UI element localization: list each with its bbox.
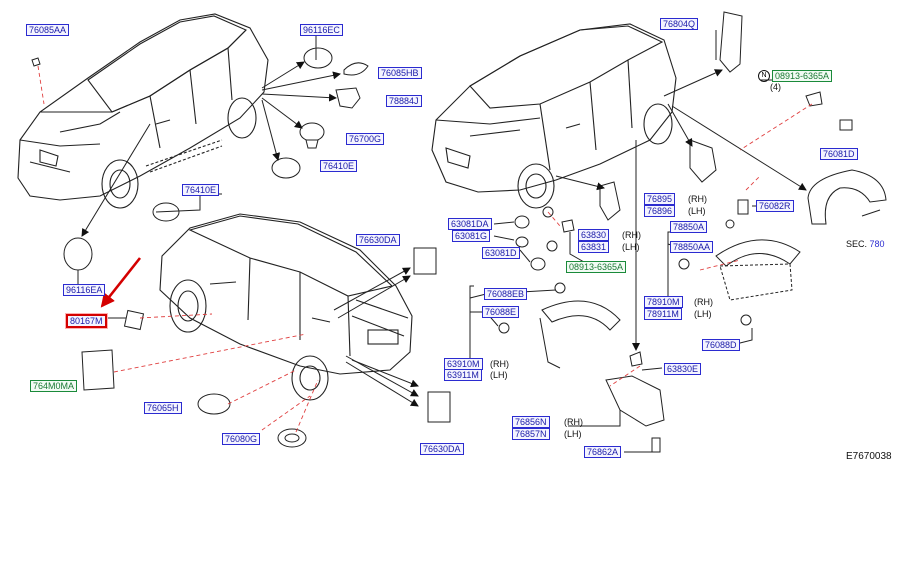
part-label-63081da[interactable]: 63081DA	[448, 218, 492, 230]
part-label-76856n[interactable]: 76856N	[512, 416, 550, 428]
part-label-76081d[interactable]: 76081D	[820, 148, 858, 160]
part-label-76088eb[interactable]: 76088EB	[484, 288, 528, 300]
part-label-08913-6365a-upper[interactable]: 08913-6365A	[772, 70, 833, 82]
part-label-76085hb[interactable]: 76085HB	[378, 67, 422, 79]
part-label-76410e-upper[interactable]: 76410E	[320, 160, 358, 172]
part-label-76895[interactable]: 76895	[644, 193, 676, 205]
side-label-lh-63831: (LH)	[622, 242, 640, 252]
part-label-78910m[interactable]: 78910M	[644, 296, 683, 308]
part-label-08913-6365a-lower[interactable]: 08913-6365A	[566, 261, 627, 273]
part-label-76088e[interactable]: 76088E	[482, 306, 520, 318]
part-label-63081d[interactable]: 63081D	[482, 247, 520, 259]
vehicle-front-view-center	[431, 23, 677, 209]
section-number[interactable]: 780	[869, 239, 885, 249]
vehicle-front-view-left	[17, 13, 269, 209]
part-label-76896[interactable]: 76896	[644, 205, 676, 217]
part-label-76630da-lower[interactable]: 76630DA	[420, 443, 464, 455]
component-shapes	[31, 11, 887, 453]
part-label-63830[interactable]: 63830	[578, 229, 610, 241]
part-label-764m0ma[interactable]: 764M0MA	[30, 380, 78, 392]
reference-lines	[37, 65, 813, 433]
part-label-76065h[interactable]: 76065H	[144, 402, 182, 414]
part-label-76410e-lower[interactable]: 76410E	[182, 184, 220, 196]
note-symbol: N	[758, 70, 770, 82]
side-label-lh-76857n: (LH)	[564, 429, 582, 439]
part-label-78850a[interactable]: 78850A	[670, 221, 708, 233]
part-label-63081g[interactable]: 63081G	[452, 230, 491, 242]
part-label-76862a[interactable]: 76862A	[584, 446, 622, 458]
side-label-lh-78911m: (LH)	[694, 309, 712, 319]
vehicle-rear-view-left	[159, 213, 413, 401]
part-label-76085aa[interactable]: 76085AA	[26, 24, 70, 36]
side-label-rh-63830: (RH)	[622, 230, 641, 240]
section-prefix: SEC.	[846, 239, 868, 249]
part-label-78911m[interactable]: 78911M	[644, 308, 682, 320]
side-label-rh-78910m: (RH)	[694, 297, 713, 307]
diagram-code: E7670038	[846, 451, 892, 462]
part-label-80167m-highlighted[interactable]: 80167M	[66, 314, 107, 328]
part-label-76804q[interactable]: 76804Q	[660, 18, 699, 30]
side-label-rh-63910m: (RH)	[490, 359, 509, 369]
part-label-63831[interactable]: 63831	[578, 241, 610, 253]
part-label-78850aa[interactable]: 78850AA	[670, 241, 714, 253]
part-label-96116ec[interactable]: 96116EC	[300, 24, 343, 36]
side-label-lh-76896: (LH)	[688, 206, 706, 216]
part-label-63911m[interactable]: 63911M	[444, 369, 482, 381]
part-label-76700g[interactable]: 76700G	[346, 133, 385, 145]
bolt-quantity: (4)	[770, 82, 781, 92]
section-reference: SEC. 780	[846, 239, 885, 249]
part-label-76088d[interactable]: 76088D	[702, 339, 740, 351]
highlight-arrow	[100, 257, 142, 308]
side-label-rh-76895: (RH)	[688, 194, 707, 204]
part-label-78884j[interactable]: 78884J	[386, 95, 422, 107]
part-label-76080g[interactable]: 76080G	[222, 433, 261, 445]
part-label-76857n[interactable]: 76857N	[512, 428, 550, 440]
part-label-96116ea[interactable]: 96116EA	[63, 284, 106, 296]
part-label-76082r[interactable]: 76082R	[756, 200, 794, 212]
part-label-76630da-upper[interactable]: 76630DA	[356, 234, 400, 246]
side-label-lh-63911m: (LH)	[490, 370, 508, 380]
side-label-rh-76856n: (RH)	[564, 417, 583, 427]
part-label-63830e[interactable]: 63830E	[664, 363, 702, 375]
